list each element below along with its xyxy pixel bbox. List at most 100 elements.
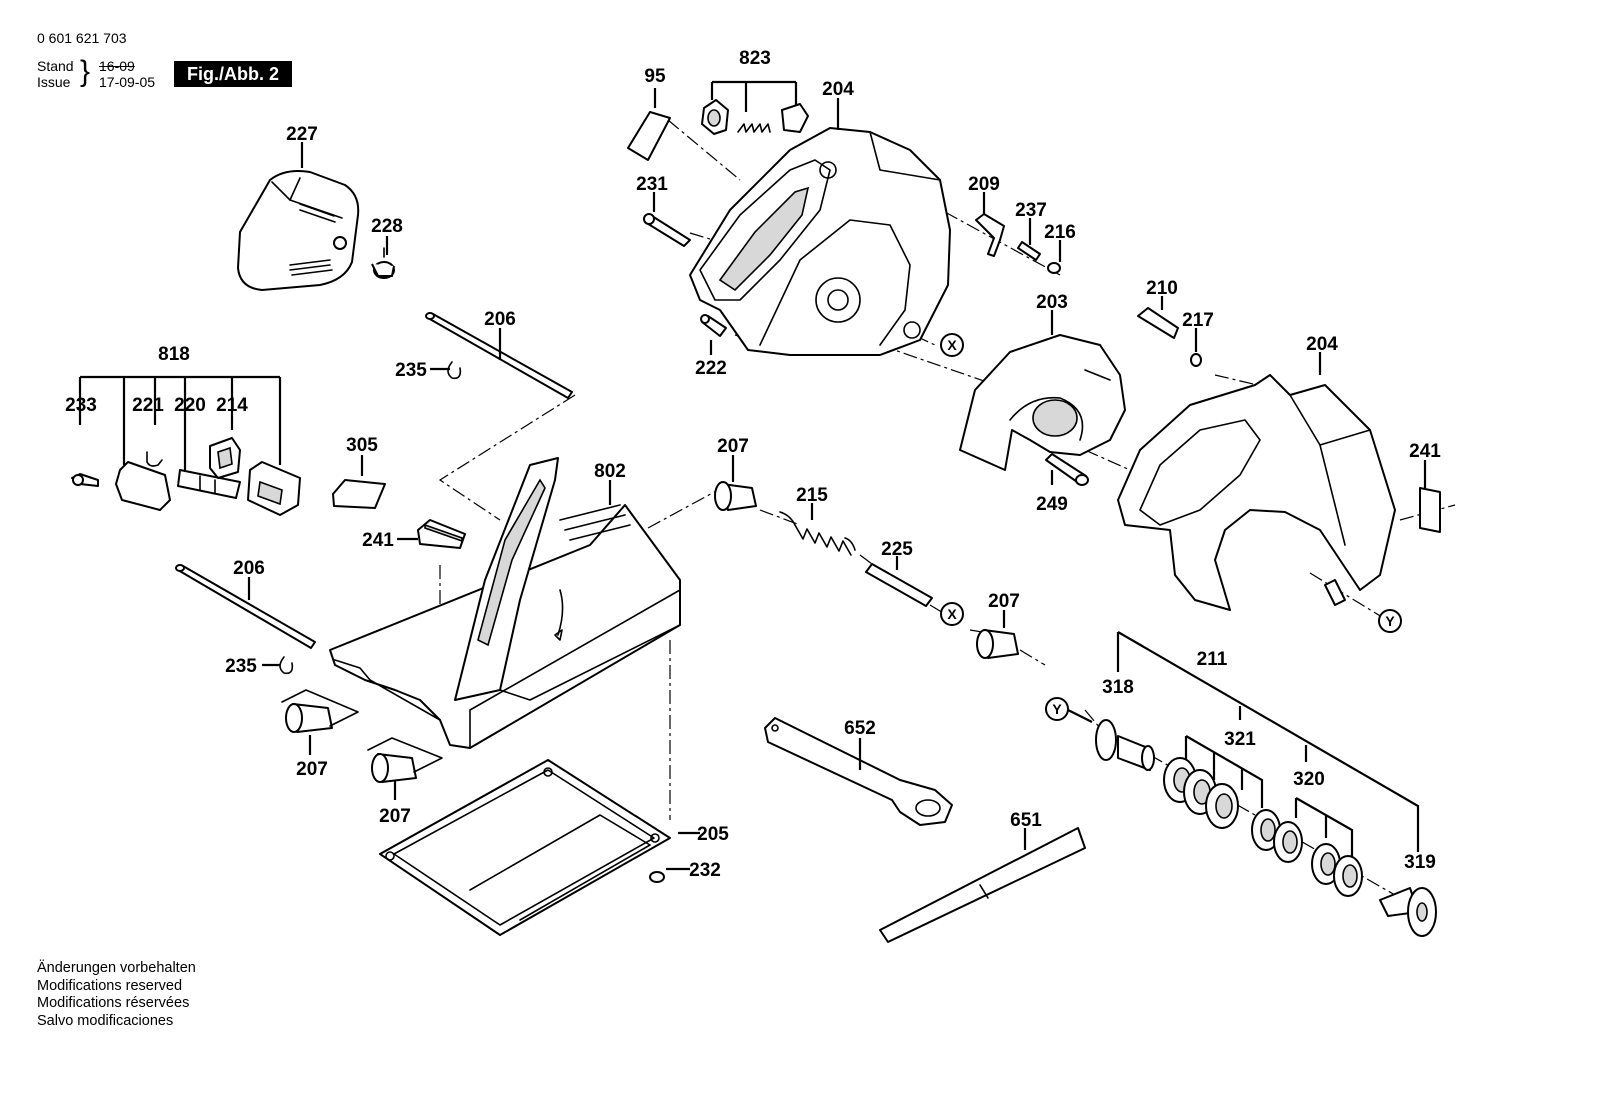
hood-203 <box>959 334 1126 471</box>
ring-216 <box>1047 262 1061 274</box>
figure-label: Fig./Abb. 2 <box>174 61 292 87</box>
label-216: 216 <box>1044 222 1076 243</box>
label-318: 318 <box>1102 677 1134 698</box>
label-227: 227 <box>286 124 318 145</box>
roller-207-c <box>281 689 359 733</box>
label-823: 823 <box>739 48 771 69</box>
label-207b: 207 <box>988 591 1020 612</box>
label-235b: 235 <box>225 656 257 677</box>
clip-235-upper <box>447 361 462 380</box>
svg-text:X: X <box>947 337 957 353</box>
label-233: 233 <box>65 395 97 416</box>
footer-line-fr: Modifications réservées <box>37 995 190 1011</box>
label-220: 220 <box>174 395 206 416</box>
label-206a: 206 <box>484 309 516 330</box>
label-241-right <box>1419 487 1441 533</box>
label-217: 217 <box>1182 310 1214 331</box>
clip-235-lower <box>279 656 294 675</box>
knob-assembly-823 <box>701 80 809 135</box>
label-228: 228 <box>371 216 403 237</box>
part-number: 0 601 621 703 <box>37 30 127 46</box>
part-labels: 95 823 204 227 228 231 209 237 216 203 2… <box>65 48 1441 881</box>
spring-215 <box>779 511 856 556</box>
label-235a: 235 <box>395 360 427 381</box>
roller-207-a <box>714 481 757 511</box>
label-206b: 206 <box>233 558 265 579</box>
label-215: 215 <box>796 485 828 506</box>
issue-label: Issue <box>37 74 71 90</box>
screw-232 <box>649 871 665 883</box>
flange-set-211 <box>1095 631 1437 937</box>
spanner-652 <box>764 717 953 826</box>
issue-date: 17-09-05 <box>99 74 156 90</box>
base-housing-802 <box>329 457 681 749</box>
label-241b: 241 <box>1409 441 1441 462</box>
roller-207-d <box>367 737 443 783</box>
leader-lines <box>247 88 1427 871</box>
ref-y2: Y <box>1045 697 1069 721</box>
label-818: 818 <box>158 344 190 365</box>
stand-value: 16-09 <box>99 58 135 74</box>
grip-241-left <box>417 519 466 549</box>
label-221: 221 <box>132 395 164 416</box>
footer-line-de: Änderungen vorbehalten <box>37 960 196 976</box>
label-209: 209 <box>968 174 1000 195</box>
ref-x2: X <box>940 602 964 626</box>
pin-237 <box>1017 241 1041 261</box>
ref-y1: Y <box>1378 609 1402 633</box>
handle-cover-227 <box>237 170 360 291</box>
screw-231 <box>643 213 691 247</box>
label-211: 211 <box>1197 649 1228 670</box>
brace-glyph: } <box>80 55 91 88</box>
footer-line-en: Modifications reserved <box>37 977 183 994</box>
label-203: 203 <box>1036 292 1068 313</box>
label-225: 225 <box>881 539 913 560</box>
switch-assembly-818 <box>71 375 301 516</box>
sleeve-222 <box>700 314 727 337</box>
lever-209 <box>975 213 1005 257</box>
label-802: 802 <box>594 461 626 482</box>
pin-225 <box>865 563 933 607</box>
label-231: 231 <box>636 174 668 195</box>
label-652: 652 <box>844 718 876 739</box>
blade-guard-204-right <box>1117 374 1396 611</box>
label-207d: 207 <box>379 806 411 827</box>
label-305: 305 <box>346 435 378 456</box>
plate-210 <box>1137 307 1179 339</box>
footer-line-es: Salvo modificaciones <box>37 1012 174 1029</box>
svg-text:Y: Y <box>1385 613 1395 629</box>
svg-text:Y: Y <box>1052 701 1062 717</box>
rod-206-lower <box>175 564 316 649</box>
label-95 <box>627 111 671 161</box>
ref-x1: X <box>940 333 964 357</box>
label-320: 320 <box>1293 769 1325 790</box>
label-214: 214 <box>216 395 248 416</box>
screw-249 <box>1045 453 1089 486</box>
stand-label: Stand <box>37 58 74 74</box>
label-321: 321 <box>1224 729 1256 750</box>
roller-207-b <box>976 629 1019 659</box>
footer-notice: Änderungen vorbehalten Modifications res… <box>37 960 196 1030</box>
label-651: 651 <box>1010 810 1042 831</box>
blade-guard-204-upper <box>689 127 951 356</box>
label-222: 222 <box>695 358 727 379</box>
label-204a: 204 <box>822 79 854 100</box>
label-205: 205 <box>697 824 729 845</box>
label-204b: 204 <box>1306 334 1338 355</box>
label-249: 249 <box>1036 494 1068 515</box>
strip-651 <box>879 827 1086 943</box>
label-319: 319 <box>1404 852 1436 873</box>
nut-217 <box>1190 353 1202 367</box>
label-207c: 207 <box>296 759 328 780</box>
label-232: 232 <box>689 860 721 881</box>
label-241a: 241 <box>362 530 394 551</box>
screw-228 <box>371 247 395 279</box>
label-95: 95 <box>644 66 666 87</box>
label-210: 210 <box>1146 278 1178 299</box>
base-plate-205 <box>379 759 671 936</box>
label-207a: 207 <box>717 436 749 457</box>
svg-text:X: X <box>947 606 957 622</box>
label-237: 237 <box>1015 200 1047 221</box>
plate-305 <box>332 479 386 509</box>
